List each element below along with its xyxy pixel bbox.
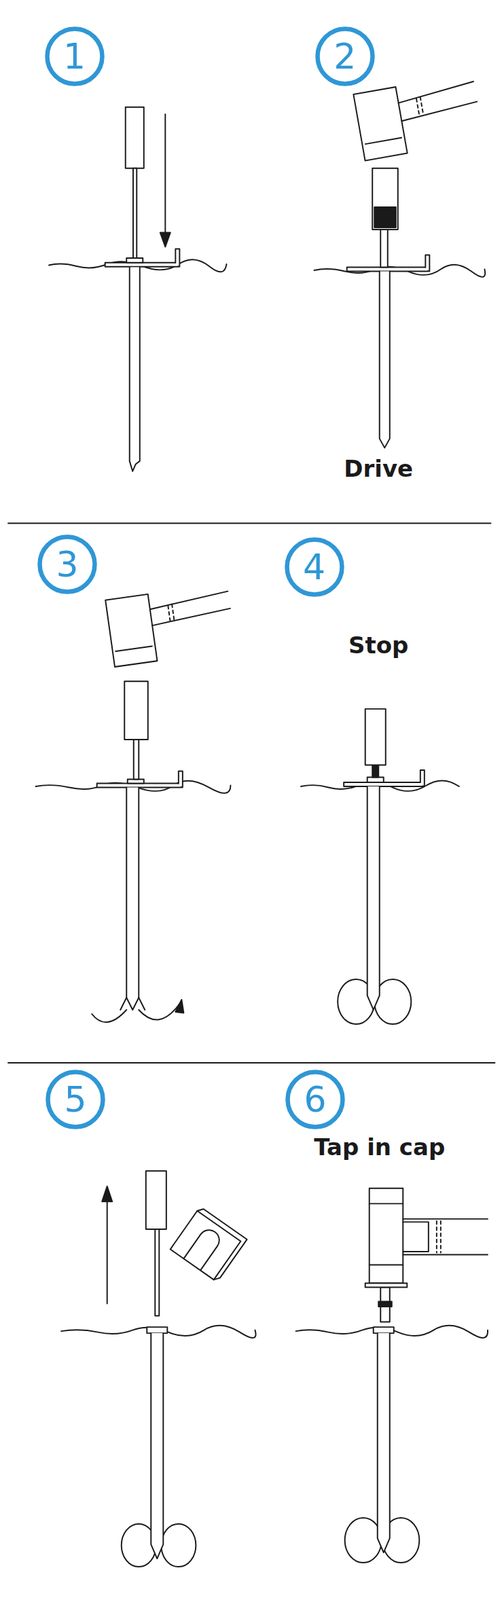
collar — [126, 258, 143, 263]
drive-rod — [154, 1229, 159, 1317]
step-number: 5 — [64, 1082, 87, 1118]
panel-two-figure — [314, 73, 486, 448]
circle-outline — [288, 1072, 344, 1128]
hammer-band — [369, 1202, 404, 1205]
handle-grip — [436, 1221, 441, 1254]
anchor-loop — [160, 1524, 196, 1568]
arrow-head — [175, 999, 184, 1014]
hammer-head — [353, 86, 407, 161]
hammer-handle — [397, 81, 479, 121]
cap — [373, 1327, 394, 1334]
hammer-handle — [148, 591, 231, 627]
step-number: 1 — [63, 38, 86, 75]
step-number-circle: 5 — [45, 1069, 106, 1130]
step-caption: Tap in cap — [313, 1135, 445, 1161]
collar — [367, 777, 384, 784]
drive-rod — [372, 765, 379, 778]
panel-five-figure — [61, 1171, 256, 1568]
anchor-rod — [129, 267, 140, 472]
step-number-circle: 6 — [285, 1069, 346, 1130]
cap — [146, 1327, 168, 1334]
circle-outline — [40, 536, 96, 592]
direction-arrow — [106, 1195, 108, 1304]
ground-line — [314, 264, 486, 278]
hammer-head — [369, 1188, 404, 1284]
arrow-head — [160, 232, 171, 247]
step-caption: Drive — [343, 456, 413, 482]
anchor-rod — [126, 787, 139, 1011]
step-number-circle: 1 — [44, 26, 105, 87]
ground-line — [296, 1325, 488, 1339]
hammer-head — [105, 594, 157, 668]
plate-tab — [420, 770, 425, 787]
drive-rod — [133, 739, 140, 780]
rotation-arrow — [138, 1003, 180, 1021]
anchor-rod — [150, 1333, 164, 1559]
tool-band — [374, 207, 396, 228]
step-number: 4 — [302, 549, 326, 585]
hammer — [353, 73, 484, 161]
hammer-band — [365, 137, 402, 144]
circle-outline — [48, 1072, 104, 1128]
plate-tab — [425, 255, 430, 272]
drive-tool — [372, 168, 399, 230]
drive-rod — [133, 168, 137, 259]
step-caption: Stop — [348, 633, 409, 659]
circle-outline — [286, 540, 342, 596]
hammer-band — [369, 1264, 404, 1267]
handle-grip — [167, 604, 175, 623]
anchor-loop — [345, 1518, 382, 1563]
step-number-circle: 4 — [284, 537, 345, 598]
plate-tab — [175, 248, 180, 267]
hammer-band — [115, 645, 153, 652]
anchor-flukes — [120, 997, 145, 1011]
anchor-rod — [377, 1333, 390, 1553]
arrow-head — [101, 1186, 113, 1203]
plate-tab — [178, 771, 183, 788]
circle-outline — [317, 28, 373, 84]
direction-arrow — [164, 114, 166, 241]
divider — [8, 1062, 495, 1064]
panel-one-figure — [48, 107, 227, 472]
hammer-handle — [402, 1219, 488, 1256]
drive-tool — [124, 681, 149, 740]
panel-four-figure — [300, 709, 460, 1025]
handle-grip — [416, 97, 424, 117]
step-number-circle: 2 — [315, 26, 375, 87]
divider — [8, 523, 491, 525]
drive-tool — [365, 709, 386, 766]
anchor-rod — [367, 786, 380, 1011]
drive-tool — [125, 107, 144, 169]
hammer-face — [365, 1283, 408, 1288]
cap-driver-band — [378, 1302, 392, 1308]
drive-tool — [146, 1171, 167, 1230]
step-number-circle: 3 — [37, 534, 98, 595]
plate-edge — [170, 1207, 248, 1283]
removed-plate — [170, 1207, 248, 1283]
step-number: 3 — [56, 546, 79, 583]
rotation-arrow — [91, 1010, 127, 1023]
panel-three-figure — [36, 583, 237, 1023]
drive-rod — [380, 229, 388, 268]
hammer — [105, 583, 236, 668]
step-number: 6 — [304, 1082, 327, 1118]
anchor-rod — [379, 271, 390, 449]
circle-outline — [46, 28, 102, 84]
slotted-plate — [170, 1211, 242, 1280]
panel-six-figure — [296, 1188, 488, 1563]
step-number: 2 — [333, 38, 356, 75]
